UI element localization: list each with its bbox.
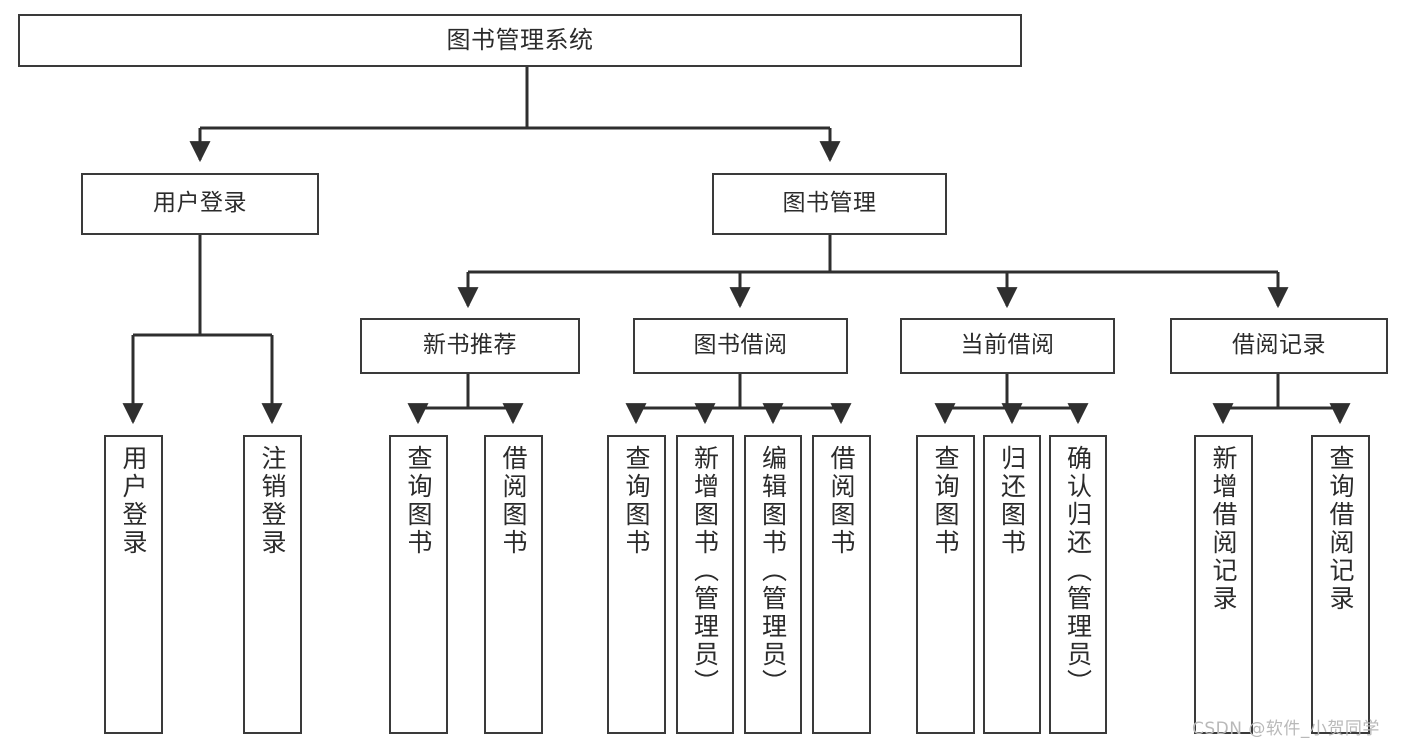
leaf-query-book-current-label: 查询图书	[931, 445, 960, 557]
leaf-confirm-return-admin-label: 确认归还（管理员）	[1063, 445, 1093, 697]
node-book-management[interactable]: 图书管理	[712, 173, 947, 235]
node-new-book-recommend[interactable]: 新书推荐	[360, 318, 580, 374]
leaf-add-borrow-record-label: 新增借阅记录	[1209, 445, 1238, 613]
leaf-borrow-book-newbook[interactable]: 借阅图书	[484, 435, 543, 734]
leaf-logout[interactable]: 注销登录	[243, 435, 302, 734]
leaf-query-borrow-record-label: 查询借阅记录	[1326, 445, 1355, 613]
leaf-borrow-book-newbook-label: 借阅图书	[499, 445, 528, 557]
leaf-add-book-admin-label: 新增图书（管理员）	[690, 445, 720, 697]
leaf-edit-book-admin[interactable]: 编辑图书（管理员）	[744, 435, 802, 734]
leaf-add-book-admin[interactable]: 新增图书（管理员）	[676, 435, 734, 734]
node-root[interactable]: 图书管理系统	[18, 14, 1022, 67]
leaf-user-login-label: 用户登录	[119, 445, 148, 557]
node-user-login[interactable]: 用户登录	[81, 173, 319, 235]
node-book-management-label: 图书管理	[782, 190, 877, 217]
leaf-logout-label: 注销登录	[258, 445, 287, 557]
leaf-return-book[interactable]: 归还图书	[983, 435, 1041, 734]
leaf-query-book-newbook-label: 查询图书	[404, 445, 433, 557]
leaf-query-book-current[interactable]: 查询图书	[916, 435, 975, 734]
node-borrow-record-label: 借阅记录	[1232, 332, 1326, 359]
node-new-book-recommend-label: 新书推荐	[423, 332, 517, 359]
leaf-edit-book-admin-label: 编辑图书（管理员）	[758, 445, 788, 697]
node-current-borrow[interactable]: 当前借阅	[900, 318, 1115, 374]
leaf-user-login[interactable]: 用户登录	[104, 435, 163, 734]
node-book-borrow[interactable]: 图书借阅	[633, 318, 848, 374]
leaf-return-book-label: 归还图书	[997, 445, 1027, 557]
node-user-login-label: 用户登录	[153, 190, 247, 217]
leaf-borrow-book-label: 借阅图书	[827, 445, 856, 557]
leaf-add-borrow-record[interactable]: 新增借阅记录	[1194, 435, 1253, 734]
node-current-borrow-label: 当前借阅	[960, 332, 1055, 359]
leaf-query-book-newbook[interactable]: 查询图书	[389, 435, 448, 734]
csdn-watermark: CSDN @软件_小贺同学	[1192, 719, 1380, 739]
node-book-borrow-label: 图书借阅	[693, 332, 788, 359]
node-borrow-record[interactable]: 借阅记录	[1170, 318, 1388, 374]
node-root-label: 图书管理系统	[446, 26, 594, 55]
leaf-confirm-return-admin[interactable]: 确认归还（管理员）	[1049, 435, 1107, 734]
leaf-query-borrow-record[interactable]: 查询借阅记录	[1311, 435, 1370, 734]
leaf-borrow-book[interactable]: 借阅图书	[812, 435, 871, 734]
leaf-query-book-borrow[interactable]: 查询图书	[607, 435, 666, 734]
leaf-query-book-borrow-label: 查询图书	[622, 445, 651, 557]
